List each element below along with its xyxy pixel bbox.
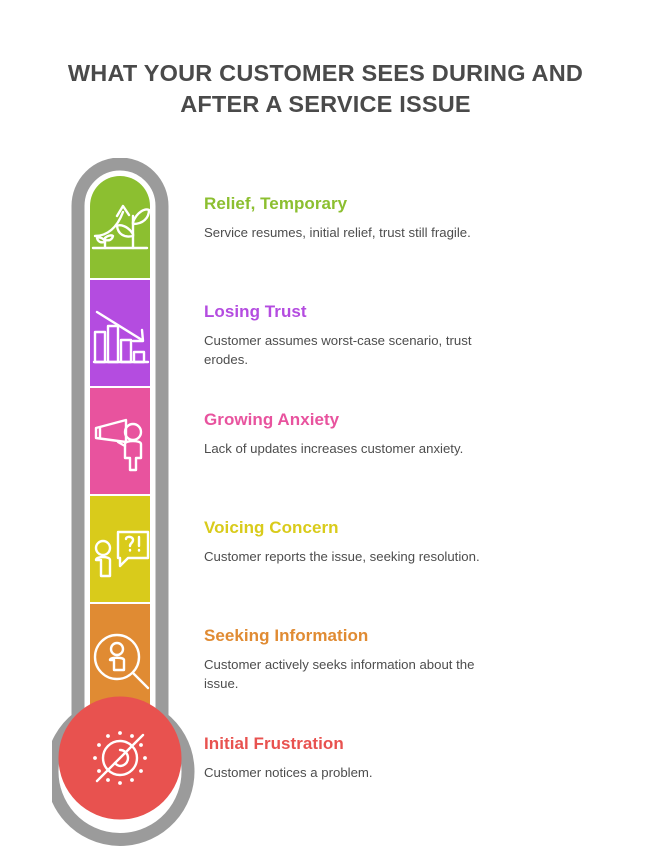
step-title: Relief, Temporary — [204, 194, 348, 213]
plant-growth-icon — [91, 204, 151, 250]
step-title: Voicing Concern — [204, 518, 339, 537]
declining-bar-chart-icon — [92, 310, 150, 364]
list-item: Voicing Concern Customer reports the iss… — [204, 518, 504, 567]
segment-voicing-concern — [90, 496, 150, 602]
person-megaphone-icon — [94, 418, 143, 472]
step-description: Lack of updates increases customer anxie… — [204, 441, 464, 457]
list-item: Growing Anxiety Lack of updates increase… — [204, 410, 504, 459]
step-description: Service resumes, initial relief, trust s… — [204, 225, 471, 241]
step-title: Seeking Information — [204, 626, 369, 645]
step-title: Growing Anxiety — [204, 410, 340, 429]
step-description: Customer notices a problem. — [204, 765, 373, 781]
list-item: Seeking Information Customer actively se… — [204, 626, 504, 694]
thermometer-frame — [52, 158, 195, 846]
step-description: Customer assumes worst-case scenario, tr… — [204, 333, 472, 368]
step-description: Customer reports the issue, seeking reso… — [204, 549, 480, 565]
step-title: Losing Trust — [204, 302, 307, 321]
page-title: WHAT YOUR CUSTOMER SEES DURING AND AFTER… — [67, 60, 584, 118]
step-title: Initial Frustration — [204, 734, 344, 753]
magnifier-person-icon — [93, 633, 150, 690]
blocked-vision-icon — [93, 731, 147, 785]
person-question-bubble-icon — [94, 530, 150, 578]
thermometer-svg — [52, 158, 195, 846]
list-item: Relief, Temporary Service resumes, initi… — [204, 194, 504, 243]
list-item: Losing Trust Customer assumes worst-case… — [204, 302, 504, 370]
list-item: Initial Frustration Customer notices a p… — [204, 734, 504, 783]
thermometer-graphic — [52, 158, 197, 858]
step-description: Customer actively seeks information abou… — [204, 657, 475, 692]
segment-relief-temporary — [90, 176, 150, 278]
